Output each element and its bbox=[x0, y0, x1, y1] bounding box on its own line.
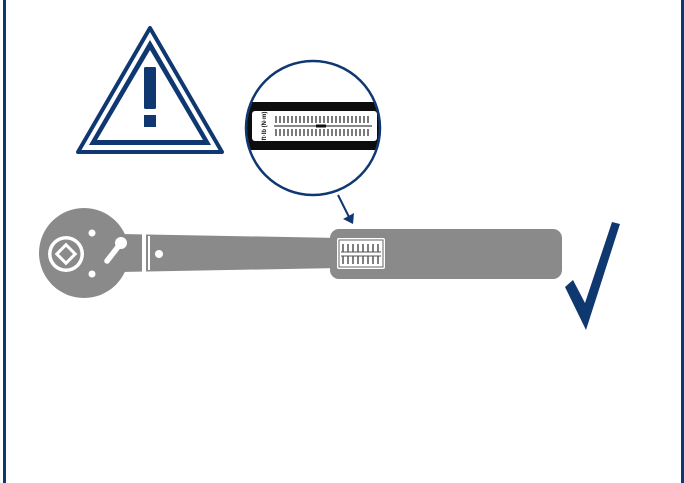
square-drive bbox=[48, 236, 84, 272]
handle-scale-window bbox=[337, 238, 385, 269]
head-rivet bbox=[89, 271, 96, 278]
checkmark-icon bbox=[565, 222, 620, 330]
scale-unit-label: ft·lb (N·m) bbox=[262, 112, 268, 141]
pivot-joint bbox=[142, 234, 146, 272]
warning-triangle-icon bbox=[78, 28, 222, 152]
torque-wrench bbox=[39, 208, 562, 298]
magnifier-pointer bbox=[338, 195, 354, 224]
scale-magnifier: ft·lb (N·m) bbox=[240, 61, 390, 195]
wrench-shaft bbox=[120, 234, 340, 272]
head-rivet bbox=[89, 230, 96, 237]
shaft-pin bbox=[155, 250, 163, 258]
pivot-joint bbox=[148, 236, 150, 270]
left-frame-line bbox=[3, 0, 6, 483]
